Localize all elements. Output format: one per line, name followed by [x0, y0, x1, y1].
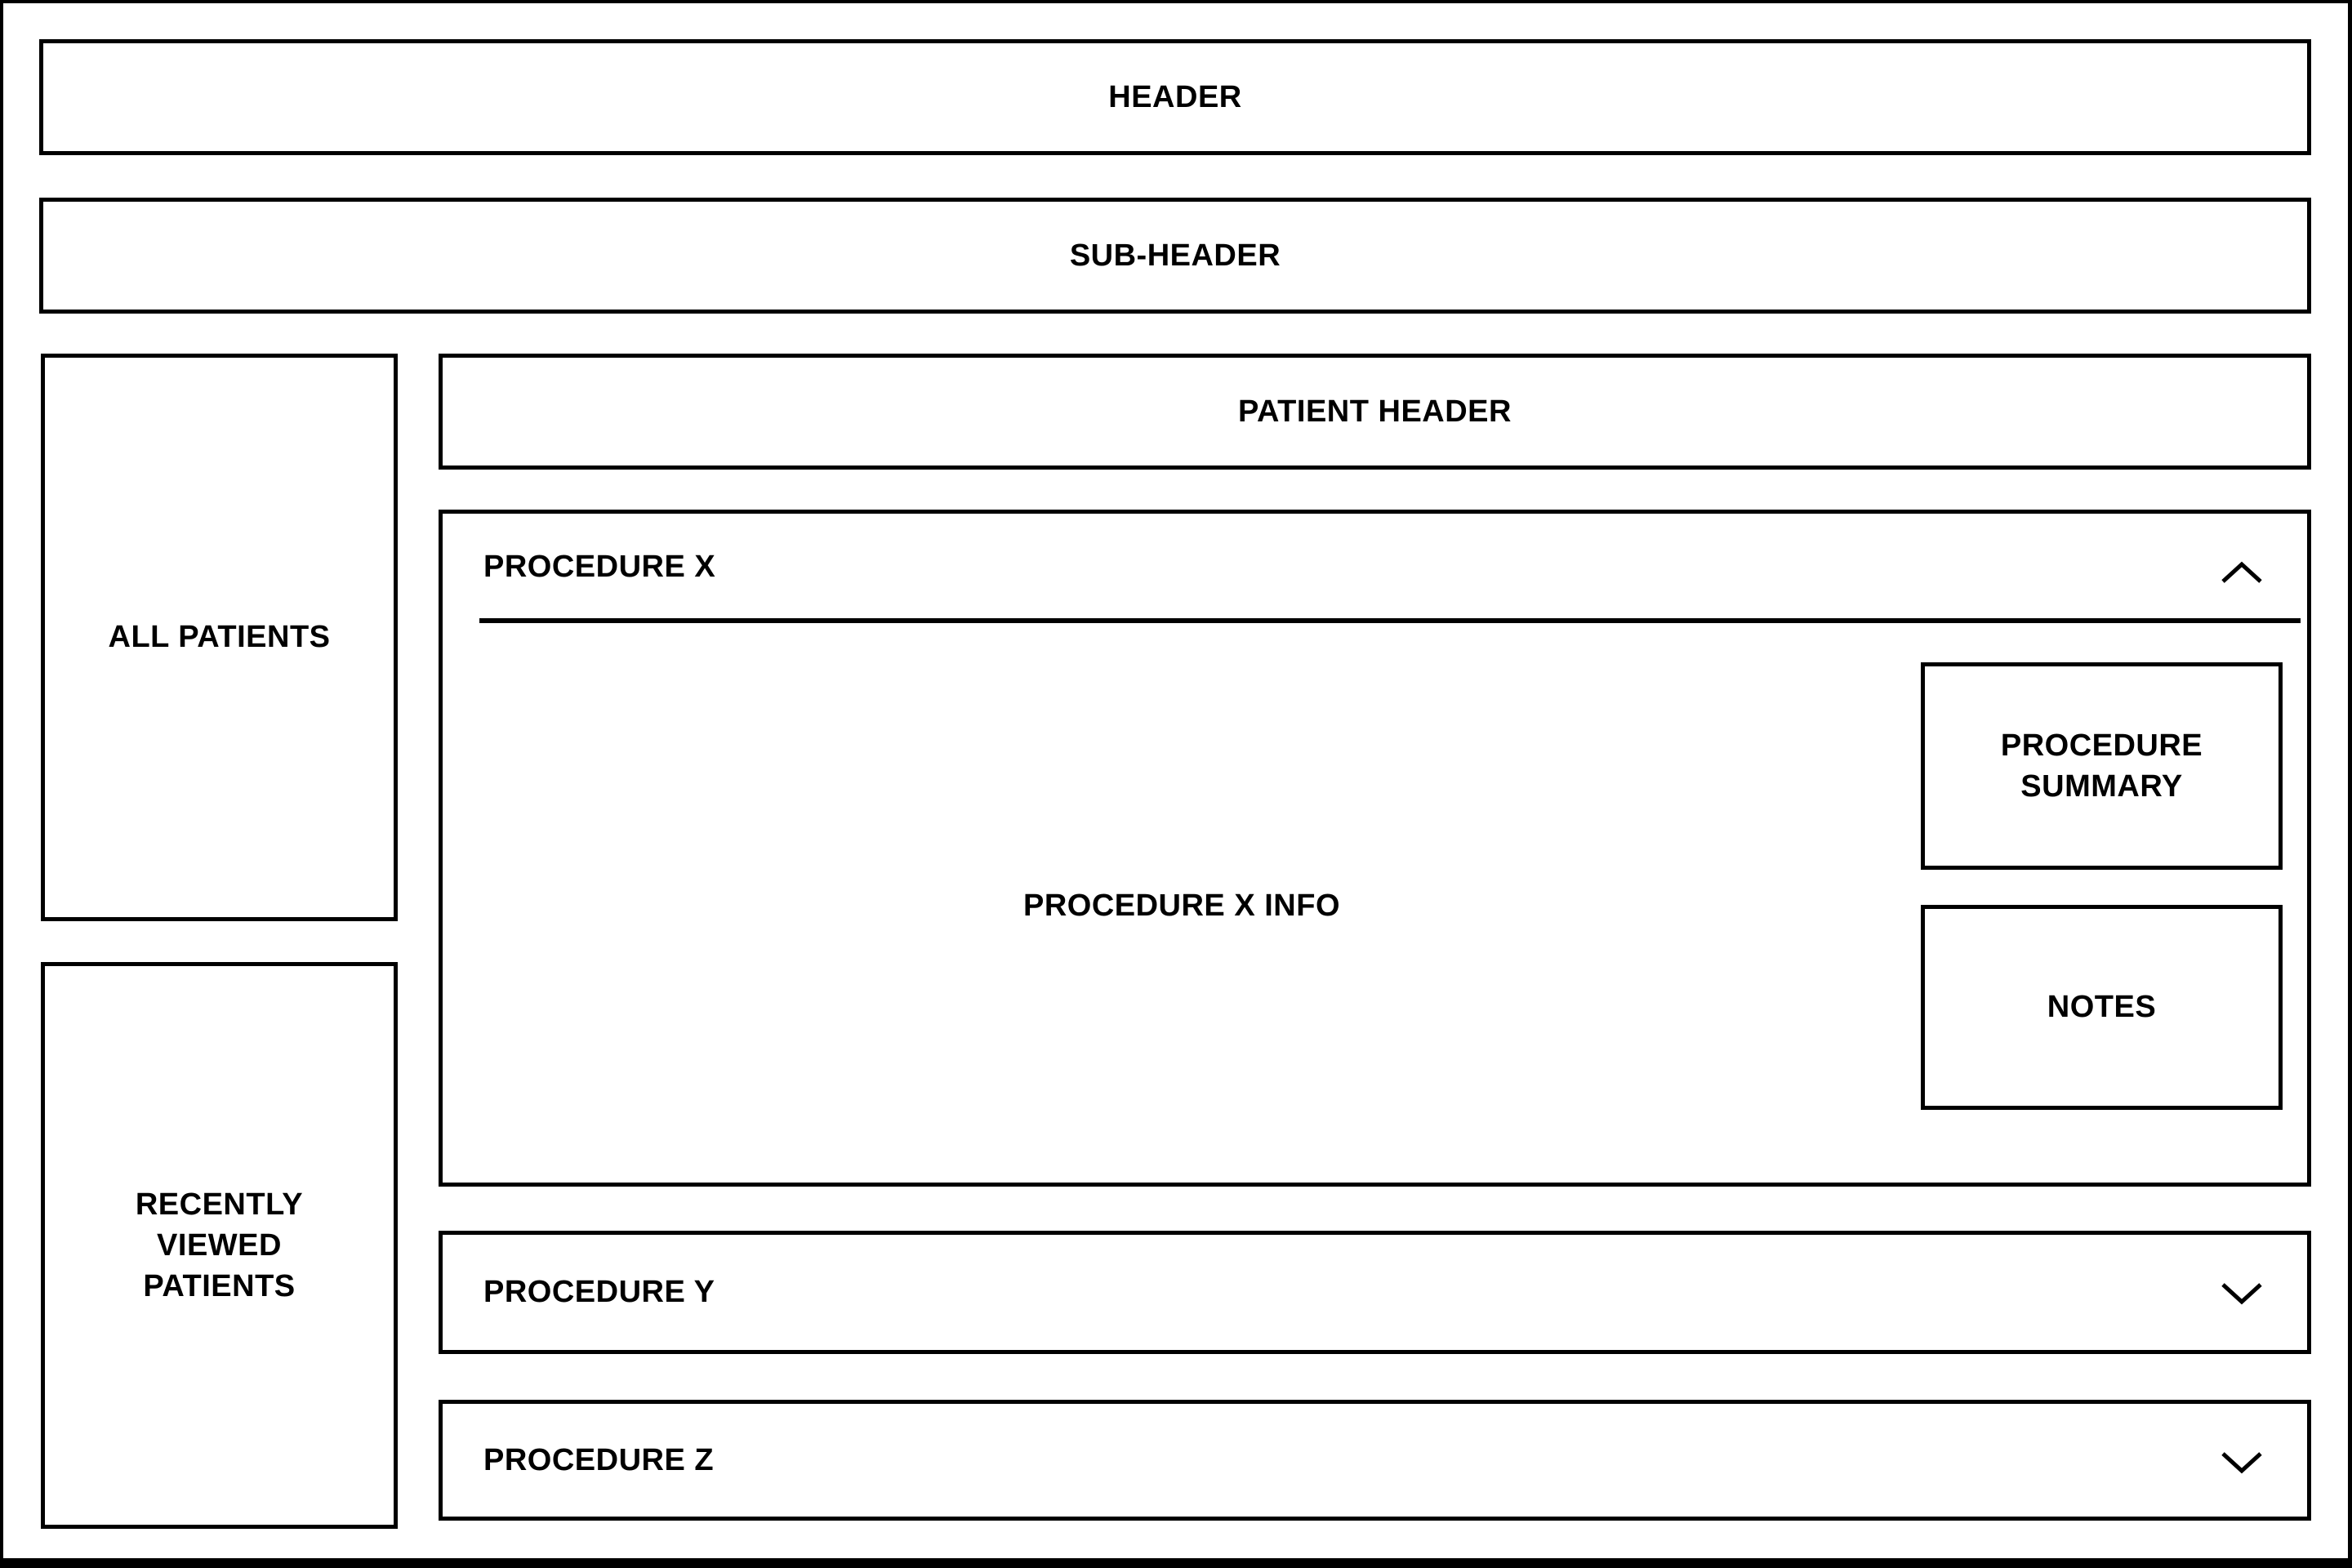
procedure-z-header[interactable]: PROCEDURE Z	[443, 1404, 2307, 1517]
header-label: HEADER	[1108, 79, 1242, 114]
procedure-z-panel[interactable]: PROCEDURE Z	[439, 1400, 2311, 1521]
procedure-y-header[interactable]: PROCEDURE Y	[443, 1235, 2307, 1350]
procedure-x-info-label: PROCEDURE X INFO	[1022, 888, 1341, 923]
chevron-up-icon[interactable]	[2219, 559, 2265, 587]
sub-header-bar: SUB-HEADER	[39, 198, 2311, 314]
procedure-x-label: PROCEDURE X	[483, 549, 716, 584]
procedure-z-label: PROCEDURE Z	[483, 1442, 715, 1477]
chevron-down-icon[interactable]	[2219, 1279, 2265, 1307]
sidebar-all-patients[interactable]: ALL PATIENTS	[41, 354, 398, 921]
header-bar: HEADER	[39, 39, 2311, 155]
chevron-down-icon[interactable]	[2219, 1448, 2265, 1476]
patient-header-label: PATIENT HEADER	[1238, 394, 1512, 429]
procedure-summary-label: PROCEDURE SUMMARY	[2000, 728, 2203, 804]
procedure-x-title-divider	[479, 618, 2301, 623]
procedure-y-label: PROCEDURE Y	[483, 1275, 715, 1309]
notes-box: NOTES	[1921, 905, 2283, 1110]
procedure-x-panel: PROCEDURE X PROCEDURE X INFO PROCEDURE S…	[439, 510, 2311, 1187]
procedure-x-header[interactable]: PROCEDURE X	[443, 514, 2307, 620]
sub-header-label: SUB-HEADER	[1069, 238, 1281, 273]
recently-viewed-patients-label: RECENTLY VIEWED PATIENTS	[135, 1187, 304, 1304]
procedure-y-panel[interactable]: PROCEDURE Y	[439, 1231, 2311, 1354]
all-patients-label: ALL PATIENTS	[108, 620, 331, 655]
notes-label: NOTES	[2047, 990, 2157, 1025]
procedure-summary-box: PROCEDURE SUMMARY	[1921, 662, 2283, 870]
procedure-x-info-area: PROCEDURE X INFO	[443, 636, 1921, 1175]
sidebar-recently-viewed-patients[interactable]: RECENTLY VIEWED PATIENTS	[41, 962, 398, 1529]
patient-header-bar: PATIENT HEADER	[439, 354, 2311, 470]
